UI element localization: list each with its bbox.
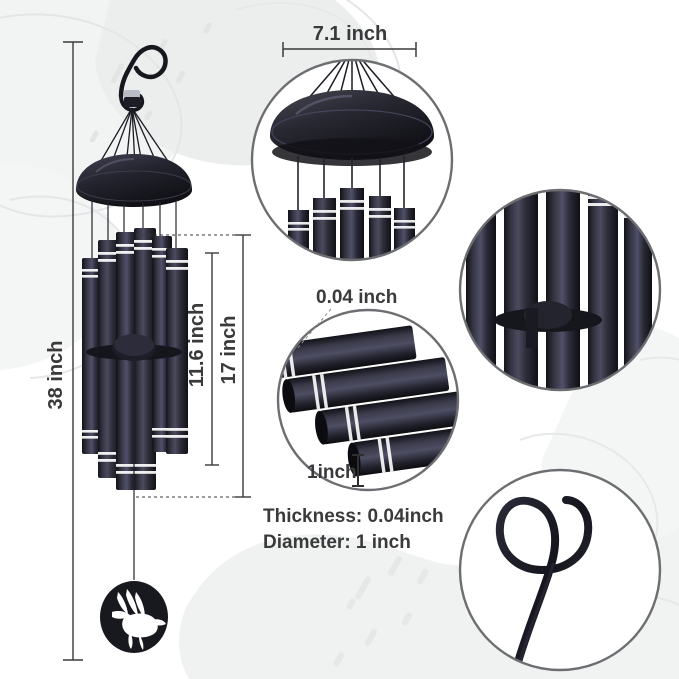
- thickness-spec-line: Thickness: 0.04inch: [263, 506, 444, 527]
- chime-tube: [116, 232, 138, 490]
- detail-tube: [315, 389, 458, 445]
- one-inch-bracket: [352, 454, 364, 487]
- tube-length-label: 11.6 inch: [186, 303, 208, 388]
- dome-cap: [76, 154, 192, 207]
- striker-disc: [86, 334, 182, 361]
- tube-diameter-callout-label: 1inch: [307, 462, 357, 483]
- top-diameter-label: 7.1 inch: [313, 23, 387, 45]
- s-hook: [118, 45, 168, 113]
- chime-span-label: 17 inch: [218, 316, 240, 385]
- bird-silhouette-icon: [112, 589, 166, 650]
- chime-tube: [82, 258, 102, 454]
- thickness-callout-label: 0.04 inch: [316, 287, 397, 308]
- chime-tube: [98, 240, 120, 478]
- overall-height-label: 38 inch: [45, 341, 67, 410]
- diameter-spec-line: Diameter: 1 inch: [263, 532, 411, 553]
- detail-tube: [282, 357, 450, 413]
- chime-tubes: [82, 228, 188, 490]
- tube-cords: [91, 200, 177, 258]
- wind-catcher-medallion: [100, 581, 168, 653]
